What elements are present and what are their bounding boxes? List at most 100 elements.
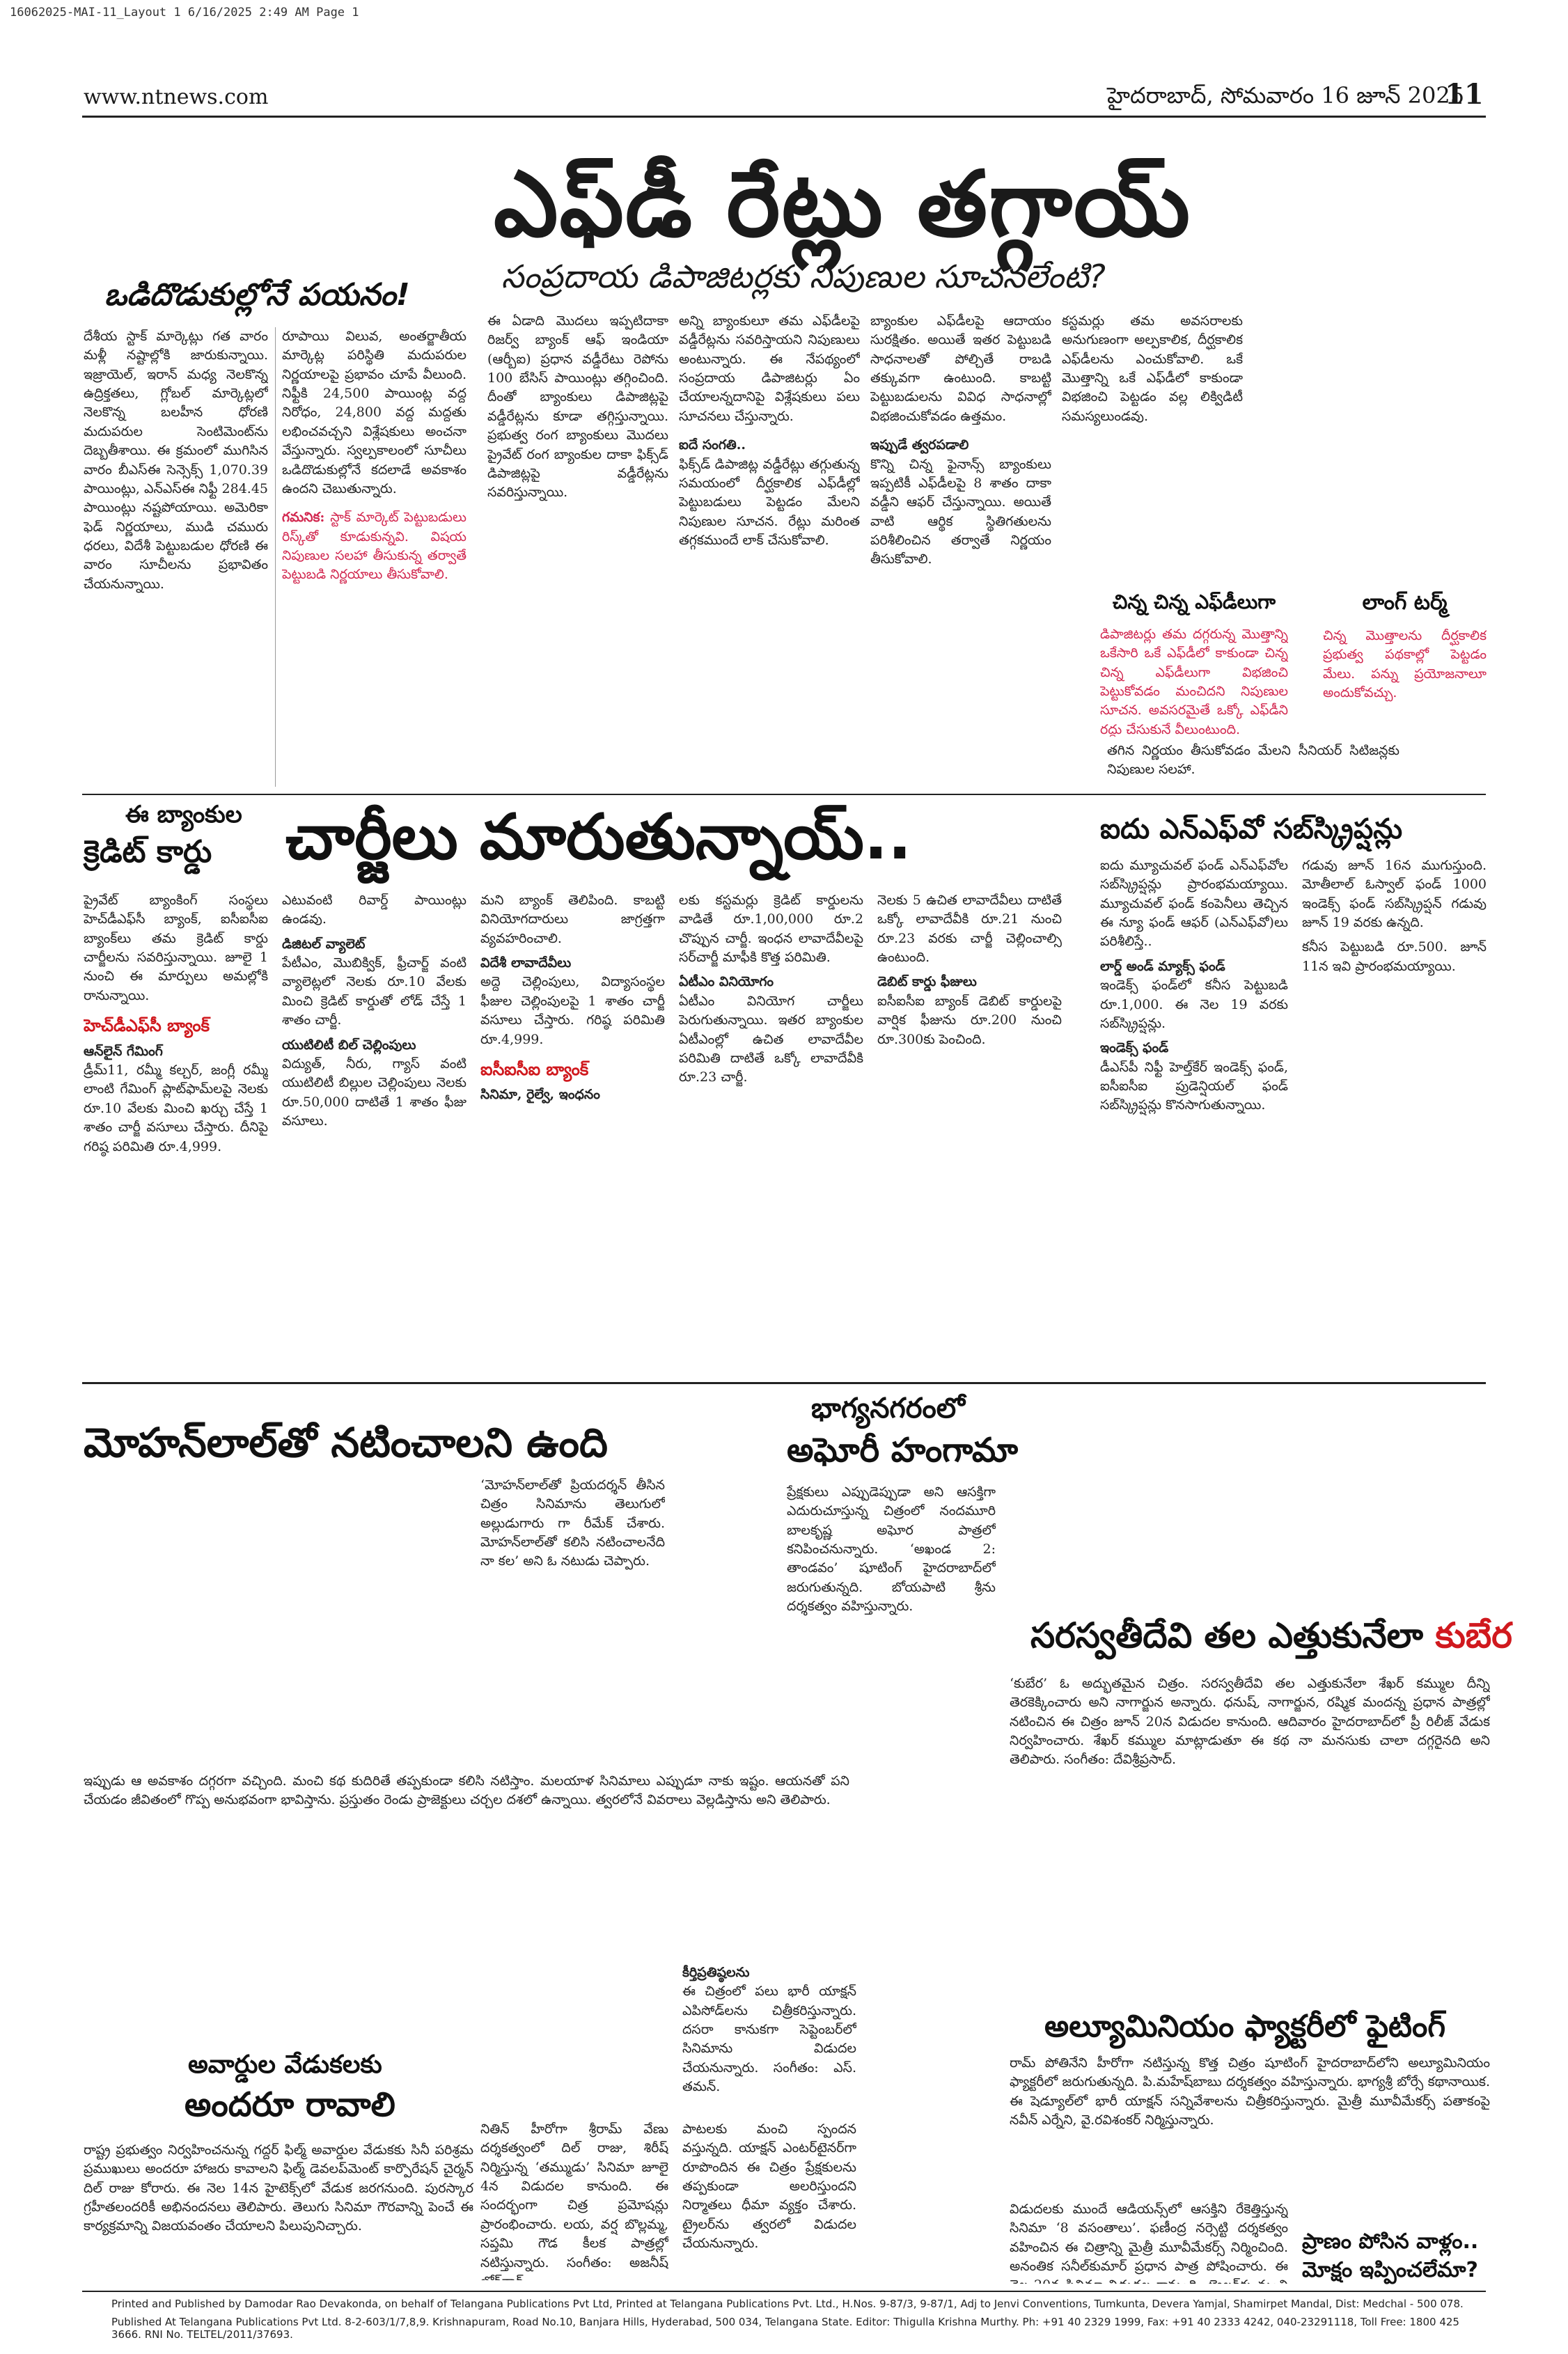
footer-line-1: Printed and Published by Damodar Rao Dev… [111, 2298, 1464, 2310]
main-headline: ఎఫ్‌డీ రేట్లు తగ్గాయ్ [493, 151, 1192, 257]
awards-text-1: రాష్ట్ర ప్రభుత్వం నిర్వహించనున్న గద్దర్ … [84, 2142, 473, 2234]
credit-col-4: లకు కస్టమర్లు క్రెడిట్ కార్డులను వాడితే … [679, 891, 863, 1372]
nfo-text-1c: డీఎస్‌పీ నిఫ్టీ హెల్త్‌కేర్ ఇండెక్స్ ఫండ… [1100, 1059, 1288, 1113]
credit-text-1b: డ్రీమ్11, రమ్మీ కల్చర్, జంగ్లీ రమ్మీ లాం… [84, 1062, 268, 1154]
long-term-title: లాంగ్ టర్మ్ [1362, 590, 1448, 615]
nfo-col-1: ఐదు మ్యూచువల్ ఫండ్ ఎన్ఎఫ్‌వోల సబ్‌స్క్రి… [1100, 856, 1288, 1372]
nfo-title: ఐదు ఎన్ఎఫ్‌వో సబ్‌స్క్రిప్షన్లు [1100, 813, 1403, 845]
main-subheadline: సంప్రదాయ డిపాజిటర్లకు నిపుణుల సూచనలేంటి? [501, 258, 1106, 295]
fd-col-2: అన్ని బ్యాంకులూ తమ ఎఫ్‌డీలపై వడ్డీరేట్లన… [679, 312, 860, 785]
market-headline: ఒడిదొడుకుల్లోనే పయనం! [104, 277, 410, 313]
awards-col-3: పాటలకు మంచి స్పందన వస్తున్నది. యాక్షన్ ఎ… [682, 2120, 856, 2280]
bottom-right-text: విడుదలకు ముందే ఆడియన్స్‌లో ఆసక్తిని రేకె… [1010, 2202, 1288, 2284]
market-note-label: గమనిక: [282, 510, 325, 526]
credit-text-3b: అద్దె చెల్లింపులు, విద్యాసంస్థల ఫీజుల చె… [480, 974, 665, 1047]
fd-col-1: ఈ ఏడాది మొదలు ఇప్పటిదాకా రిజర్వ్ బ్యాంక్… [487, 312, 668, 785]
market-col-1: దేశీయ స్టాక్ మార్కెట్లు గత వారం మళ్లీ నష… [84, 327, 268, 787]
nfo-text-1: ఐదు మ్యూచువల్ ఫండ్ ఎన్ఎఫ్‌వోల సబ్‌స్క్రి… [1100, 858, 1288, 950]
aghori-text-1: ప్రేక్షకులు ఎప్పుడెప్పుడా అని ఆసక్తిగా ఎ… [787, 1484, 996, 1615]
nfo-text-2b: కనీస పెట్టుబడి రూ.500. జూన్ 11న ఇవి ప్రా… [1302, 939, 1487, 974]
credit-text-3: మని బ్యాంక్ తెలిపింది. కాబట్టి వినియోగదా… [480, 893, 665, 946]
fd-text-4: కస్టమర్లు తమ అవసరాలకు అనుగుణంగా అల్పకాలి… [1062, 313, 1243, 424]
section-rule [82, 794, 1486, 795]
long-term-box: లాంగ్ టర్మ్ చిన్న మొత్తాలను దీర్ఘకాలిక ప… [1323, 590, 1487, 737]
fd-text-3b: కొన్ని చిన్న ఫైనాన్స్ బ్యాంకులు ఇప్పటికీ… [870, 456, 1051, 567]
awards-col-1: రాష్ట్ర ప్రభుత్వం నిర్వహించనున్న గద్దర్ … [84, 2141, 473, 2280]
dateline: హైదరాబాద్, సోమవారం 16 జూన్ 2025 [1107, 82, 1465, 109]
item-fuel: ఏటీఎం వినియోగం [679, 974, 774, 990]
aghori-credit: కీర్తిప్రతిష్ఠలను [682, 1965, 750, 1980]
awards-kicker: అవార్డుల వేడుకలకు [188, 2050, 382, 2079]
bottom-right-headline-b: మోక్షం ఇప్పించలేమా? [1302, 2257, 1478, 2282]
mohanlal-col-1: ‘మోహన్‌లాల్‌తో ప్రియదర్శన్ తీసిన చిత్రం … [480, 1476, 665, 1768]
awards-col-2: నితిన్ హీరోగా శ్రీరామ్ వేణు దర్శకత్వంలో … [480, 2120, 668, 2280]
credit-kicker: ఈ బ్యాంకుల [125, 801, 242, 829]
credit-text-2: ఎటువంటి రివార్డ్ పాయింట్లు ఉండవు. [282, 893, 467, 927]
credit-text-4: లకు కస్టమర్లు క్రెడిట్ కార్డులను వాడితే … [679, 893, 863, 966]
section-rule-2 [82, 1382, 1486, 1384]
small-fd-box: చిన్న చిన్న ఎఫ్‌డీలుగా డిపాజిటర్లు తమ దగ… [1100, 590, 1288, 737]
mohanlal-text-2: ఇప్పుడు ఆ అవకాశం దగ్గరగా వచ్చింది. మంచి … [84, 1773, 849, 1808]
awards-text-3: పాటలకు మంచి స్పందన వస్తున్నది. యాక్షన్ ఎ… [682, 2121, 856, 2252]
credit-col-2: ఎటువంటి రివార్డ్ పాయింట్లు ఉండవు. డిజిటల… [282, 891, 467, 1372]
item-wallet: డిజిటల్ వ్యాలెట్ [282, 936, 366, 952]
kubera-headline: సరస్వతీదేవి తల ఎత్తుకునేలా కుబేర [1030, 1615, 1512, 1665]
aghori-col-1: ప్రేక్షకులు ఎప్పుడెప్పుడా అని ఆసక్తిగా ఎ… [787, 1483, 996, 1768]
item-online-gaming: ఆన్‌లైన్ గేమింగ్ [84, 1043, 163, 1059]
item-debit: డెబిట్ కార్డు ఫీజులు [877, 974, 977, 990]
fd-text-1: ఈ ఏడాది మొదలు ఇప్పటిదాకా రిజర్వ్ బ్యాంక్… [487, 313, 668, 501]
mohanlal-text-1: ‘మోహన్‌లాల్‌తో ప్రియదర్శన్ తీసిన చిత్రం … [480, 1477, 665, 1569]
credit-text-5: నెలకు 5 ఉచిత లావాదేవీలు దాటితే ఒక్కో లావ… [877, 893, 1062, 966]
bottom-right-headline-a: ప్రాణం పోసిన వాళ్లం.. [1302, 2229, 1479, 2254]
market-note: స్టాక్ మార్కెట్ పెట్టుబడులు రిస్క్‌తో కూ… [282, 510, 467, 583]
aghori-kicker: భాగ్యనగరంలో [811, 1392, 965, 1425]
aghori-text-2: ఈ చిత్రంలో పలు భారీ యాక్షన్ ఎపిసోడ్‌లను … [682, 1984, 856, 2095]
fd-col-4: కస్టమర్లు తమ అవసరాలకు అనుగుణంగా అల్పకాలి… [1062, 312, 1243, 590]
fd-text-2b: ఫిక్స్‌డ్ డిపాజిట్ల వడ్డీరేట్లు తగ్గుతున… [679, 456, 860, 548]
bottom-right-col: విడుదలకు ముందే ఆడియన్స్‌లో ఆసక్తిని రేకె… [1010, 2200, 1288, 2284]
mohanlal-col-2: ఇప్పుడు ఆ అవకాశం దగ్గరగా వచ్చింది. మంచి … [84, 1772, 849, 1960]
awards-text-2: నితిన్ హీరోగా శ్రీరామ్ వేణు దర్శకత్వంలో … [480, 2121, 668, 2280]
item-payments: విదేశీ లావాదేవీలు [480, 955, 572, 971]
kubera-col: ‘కుబేర’ ఓ అద్భుతమైన చిత్రం. సరస్వతీదేవి … [1010, 1674, 1490, 2002]
small-fd-title: చిన్న చిన్న ఎఫ్‌డీలుగా [1112, 590, 1276, 613]
awards-headline: అందరూ రావాలి [185, 2085, 395, 2124]
fd-text-2: అన్ని బ్యాంకులూ తమ ఎఫ్‌డీలపై వడ్డీరేట్లన… [679, 313, 860, 424]
credit-col-1: ప్రైవేట్ బ్యాంకింగ్ సంస్థలు హెచ్‌డీఎఫ్‌స… [84, 891, 268, 1372]
market-text-1: దేశీయ స్టాక్ మార్కెట్లు గత వారం మళ్లీ నష… [84, 329, 268, 592]
long-term-text: చిన్న మొత్తాలను దీర్ఘకాలిక ప్రభుత్వ పథకా… [1323, 628, 1487, 701]
credit-kicker-2: క్రెడిట్ కార్డు [84, 834, 212, 870]
hdfc-subhead: హెచ్‌డీఎఫ్‌సీ బ్యాంక్ [84, 1016, 210, 1036]
nfo-text-1b: ఇండెక్స్ ఫండ్‌లో కనీస పెట్టుబడి రూ.1,000… [1100, 978, 1288, 1031]
fd-tail: తగిన నిర్ణయం తీసుకోవడం మేలని సీనియర్ సిట… [1107, 741, 1400, 790]
kubera-headline-a: సరస్వతీదేవి తల ఎత్తుకునేలా [1030, 1615, 1423, 1656]
aghori-col-2: కీర్తిప్రతిష్ఠలను ఈ చిత్రంలో పలు భారీ యా… [682, 1963, 856, 2242]
credit-text-5b: ఐసీఐసీఐ బ్యాంక్ డెబిట్ కార్డులపై వార్షిక… [877, 993, 1062, 1047]
fd-text-3: బ్యాంకుల ఎఫ్‌డీలపై ఆదాయం సురక్షితం. అయిత… [870, 313, 1051, 424]
credit-text-2b: పేటీఎం, మొబిక్విక్, ఫ్రీచార్జ్ వంటి వ్యా… [282, 955, 467, 1028]
kubera-headline-b: కుబేర [1435, 1615, 1512, 1656]
credit-col-3: మని బ్యాంక్ తెలిపింది. కాబట్టి వినియోగదా… [480, 891, 665, 1372]
nfo-item-index: ఇండెక్స్ ఫండ్ [1100, 1040, 1169, 1056]
market-text-2: రూపాయి విలువ, అంతర్జాతీయ మార్కెట్ల పరిస్… [282, 329, 467, 496]
bottom-right-headline: ప్రాణం పోసిన వాళ్లం.. మోక్షం ఇప్పించలేమా… [1302, 2228, 1478, 2284]
market-col-2: రూపాయి విలువ, అంతర్జాతీయ మార్కెట్ల పరిస్… [282, 327, 467, 787]
fd-col-3: బ్యాంకుల ఎఫ్‌డీలపై ఆదాయం సురక్షితం. అయిత… [870, 312, 1051, 785]
nfo-text-2: గడువు జూన్ 16న ముగుస్తుంది. మోతీలాల్ ఓస్… [1302, 858, 1487, 931]
credit-col-5: నెలకు 5 ఉచిత లావాదేవీలు దాటితే ఒక్కో లావ… [877, 891, 1062, 1372]
aluminium-headline: అల్యూమినియం ఫ్యాక్టరీలో ఫైటింగ్ [1044, 2009, 1445, 2044]
nfo-item-lt: లార్డ్ అండ్ మ్యాక్స్ ఫండ్ [1100, 958, 1225, 974]
small-fd-text: డిపాజిటర్లు తమ దగ్గరున్న మొత్తాన్ని ఒకేస… [1100, 627, 1288, 737]
footer-line-2: Published At Telangana Publications Pvt … [111, 2316, 1459, 2341]
fd-subhead-1: ఐదే సంగతి.. [679, 437, 746, 453]
credit-text-4b: ఏటీఎం వినియోగ చార్జీలు పెరుగుతున్నాయి. ఇ… [679, 993, 863, 1085]
credit-headline: చార్జీలు మారుతున్నాయ్.. [285, 801, 912, 874]
icici-subhead: ఐసీఐసీఐ బ్యాంక్ [480, 1059, 589, 1079]
print-metadata: 16062025-MAI-11_Layout 1 6/16/2025 2:49 … [10, 6, 359, 19]
aluminium-text: రామ్ పోతినేని హీరోగా నటిస్తున్న కొత్త చి… [1010, 2055, 1490, 2128]
page-number: 11 [1445, 78, 1484, 111]
fd-tail-text: తగిన నిర్ణయం తీసుకోవడం మేలని సీనియర్ సిట… [1107, 743, 1400, 778]
site-url[interactable]: www.ntnews.com [84, 85, 269, 109]
credit-text-2c: విద్యుత్, నీరు, గ్యాస్ వంటి యుటిలిటీ బిల… [282, 1056, 467, 1129]
aluminium-col: రామ్ పోతినేని హీరోగా నటిస్తున్న కొత్త చి… [1010, 2054, 1490, 2193]
